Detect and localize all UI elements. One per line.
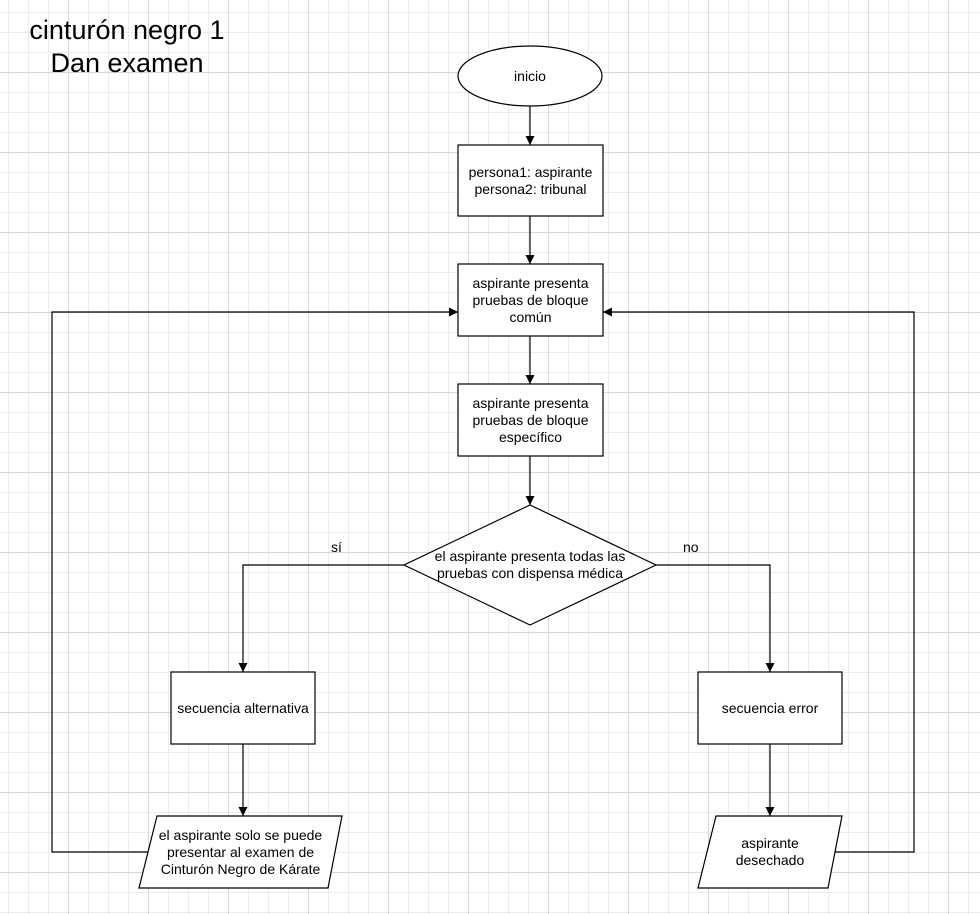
- error-output-parallelogram-shape[interactable]: [697, 815, 843, 889]
- error-sequence-node-label: secuencia error: [721, 699, 819, 716]
- decision-node-label: el aspirante presenta todas las pruebas …: [434, 548, 626, 581]
- start-node[interactable]: inicio: [458, 46, 602, 106]
- common-block-node[interactable]: aspirante presenta pruebas de bloque com…: [458, 264, 603, 336]
- actors-node[interactable]: persona1: aspirante persona2: tribunal: [458, 145, 603, 216]
- title-line-1: cinturón negro 1: [29, 15, 225, 45]
- title-line-2: Dan examen: [50, 48, 204, 78]
- error-sequence-process-shape[interactable]: [697, 671, 843, 745]
- alt-output-node[interactable]: el aspirante solo se puede presentar al …: [148, 816, 333, 888]
- diagram-title: cinturón negro 1 Dan examen: [14, 14, 240, 80]
- error-output-node[interactable]: aspirante desechado: [707, 816, 833, 888]
- alt-output-node-label: el aspirante solo se puede presentar al …: [158, 826, 323, 877]
- decision-node[interactable]: el aspirante presenta todas las pruebas …: [404, 505, 656, 625]
- actors-node-label: persona1: aspirante persona2: tribunal: [468, 163, 593, 197]
- alt-sequence-node-label: secuencia alternativa: [177, 699, 309, 716]
- connector-decision-yes: [238, 564, 404, 672]
- alt-sequence-node[interactable]: secuencia alternativa: [171, 672, 315, 744]
- connector-error-output-loop-back: [603, 307, 915, 853]
- edge-label-no: no: [683, 539, 699, 555]
- connector-alt-output-loop-back: [51, 307, 458, 853]
- start-node-label: inicio: [514, 67, 546, 84]
- common-block-node-label: aspirante presenta pruebas de bloque com…: [472, 274, 589, 325]
- specific-block-node-label: aspirante presenta pruebas de bloque esp…: [472, 394, 589, 445]
- edge-label-yes: sí: [331, 539, 342, 555]
- specific-block-node[interactable]: aspirante presenta pruebas de bloque esp…: [458, 384, 603, 456]
- decision-diamond-shape[interactable]: [402, 504, 658, 626]
- actors-process-shape[interactable]: [457, 144, 604, 217]
- error-output-node-label: aspirante desechado: [735, 835, 805, 868]
- error-sequence-node[interactable]: secuencia error: [698, 672, 842, 744]
- alt-output-parallelogram-shape[interactable]: [138, 815, 343, 889]
- connector-decision-no: [656, 564, 775, 672]
